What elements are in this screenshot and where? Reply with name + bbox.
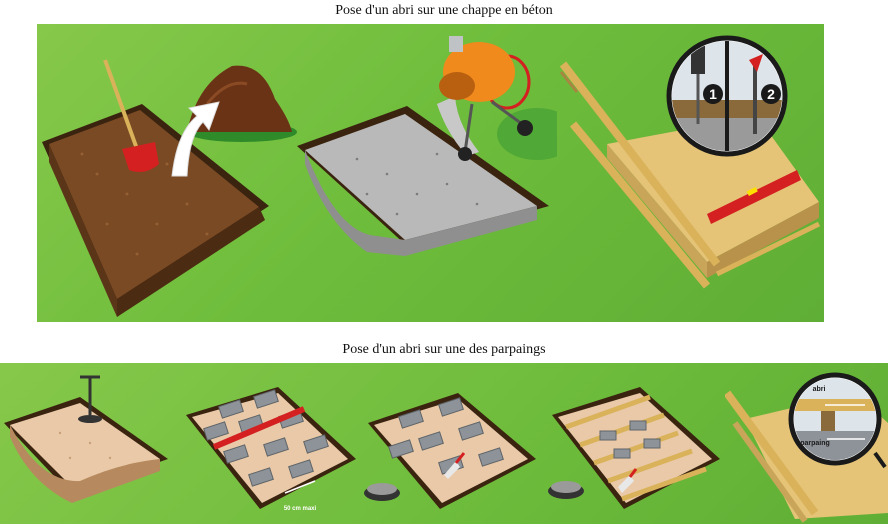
block-step-detail: abri parpaing bbox=[725, 363, 888, 524]
drill-icon bbox=[691, 46, 705, 124]
spacing-annotation: 50 cm maxi bbox=[284, 506, 317, 512]
tamper-icon bbox=[78, 375, 102, 423]
cement-mixer-icon bbox=[439, 36, 533, 161]
string-line-icon bbox=[212, 406, 306, 450]
trowel-icon-2 bbox=[618, 468, 638, 493]
block-step-blocks: 50 cm maxi bbox=[180, 363, 360, 524]
slab-section-title: Pose d'un abri sur une chappe en béton bbox=[335, 3, 553, 18]
slab-step-shed-floor: 1 2 bbox=[557, 24, 824, 322]
block-step-sand-bed bbox=[0, 363, 180, 524]
mortar-tub-icon bbox=[364, 483, 400, 501]
mortar-tub-icon-2 bbox=[548, 481, 584, 499]
spirit-level-icon bbox=[707, 170, 801, 224]
slab-step-concrete-pour bbox=[297, 24, 557, 322]
dirt-pile-icon bbox=[187, 65, 297, 142]
blocks-section-title: Pose d'un abri sur une des parpaings bbox=[342, 342, 546, 357]
inset-label-1: 1 bbox=[709, 86, 717, 102]
block-steps-band: 50 cm maxi bbox=[0, 363, 888, 524]
block-step-mortar bbox=[360, 363, 540, 524]
shovel-icon bbox=[103, 59, 159, 172]
inset-label-parpaing: parpaing bbox=[800, 440, 830, 447]
slab-steps-band: 1 2 bbox=[37, 24, 824, 322]
trowel-icon bbox=[444, 452, 466, 479]
magnifier-icon: abri parpaing bbox=[788, 372, 887, 469]
inset-label-2: 2 bbox=[767, 86, 775, 102]
arrow-icon bbox=[171, 101, 220, 177]
drill-detail-inset: 1 2 bbox=[666, 35, 788, 157]
block-step-joists bbox=[540, 363, 725, 524]
inset-label-abri: abri bbox=[813, 386, 826, 393]
slab-step-excavation bbox=[37, 24, 297, 322]
